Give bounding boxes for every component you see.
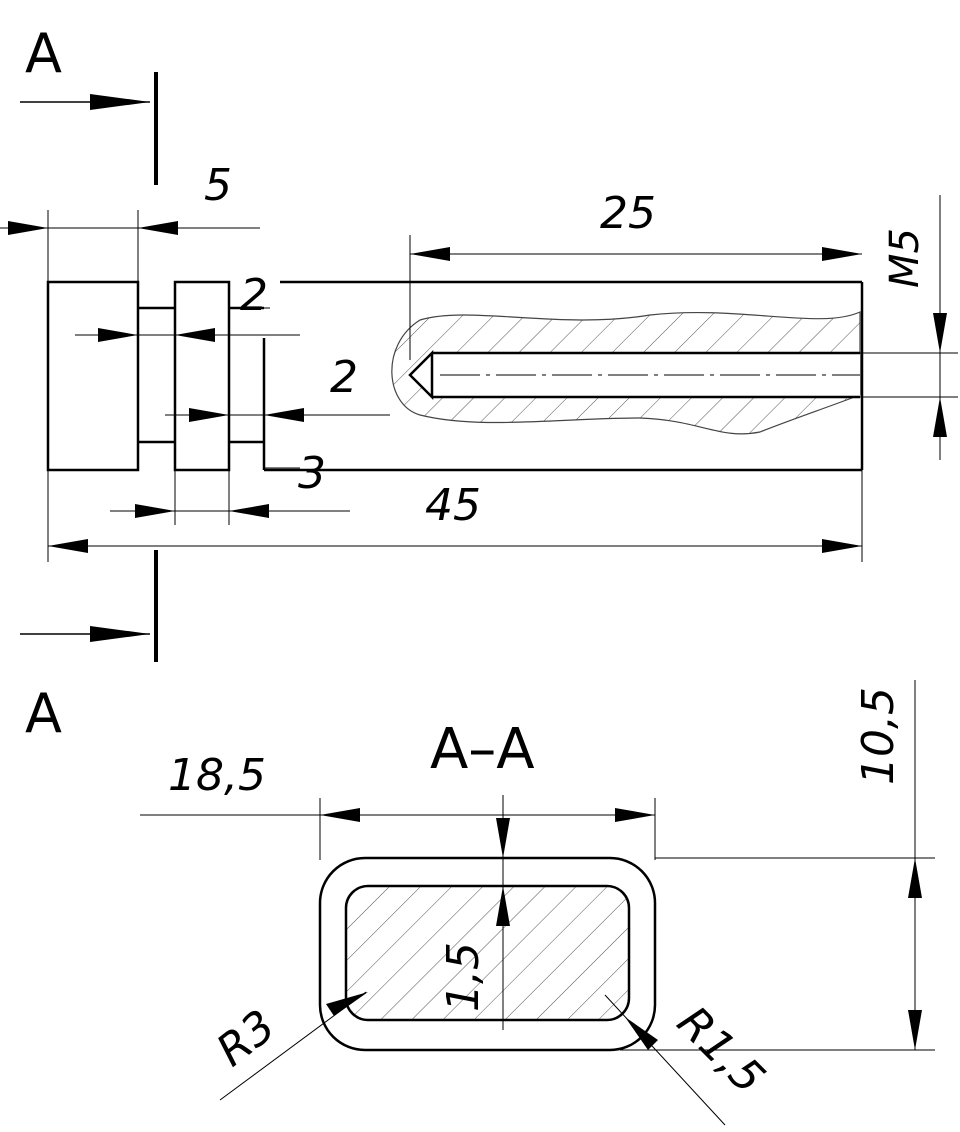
- section-arrow-head-bottom: [90, 626, 150, 642]
- arrow-5-right: [138, 221, 178, 235]
- main-view: 5 25 M5 2 2 3: [0, 160, 958, 562]
- arrow-10-5-top: [908, 858, 922, 898]
- section-letter-top: A: [25, 22, 62, 85]
- arrow-m5-bottom: [933, 397, 947, 437]
- arrow-2-top-right: [175, 328, 215, 342]
- section-title: A–A: [430, 717, 535, 782]
- arrow-10-5-bottom: [908, 1010, 922, 1050]
- collar-block: [173, 280, 231, 472]
- arrow-5-left: [8, 221, 48, 235]
- section-outer-profile: [318, 856, 657, 1052]
- dim-label-3: 3: [298, 448, 326, 499]
- arrow-2-top-left: [98, 328, 138, 342]
- arrow-45-right: [822, 539, 862, 553]
- leader-r1-5: [604, 994, 726, 1126]
- dim-label-10-5: 10,5: [853, 687, 904, 785]
- section-letter-bottom: A: [25, 682, 62, 745]
- arrow-1-5-top: [496, 818, 510, 858]
- arrow-18-5-right: [615, 808, 655, 822]
- arrow-45-left: [48, 539, 88, 553]
- dim-label-2-top: 2: [240, 270, 268, 321]
- arrow-r1-5: [625, 1017, 658, 1050]
- dim-label-25: 25: [600, 188, 656, 239]
- arrow-r3: [326, 992, 368, 1016]
- arrow-1-5-bottom: [496, 886, 510, 926]
- dim-label-m5: M5: [882, 228, 928, 288]
- dim-label-1-5: 1,5: [438, 942, 489, 1012]
- section-arrow-head-top: [90, 94, 150, 110]
- arrow-m5-top: [933, 313, 947, 353]
- arrow-2-mid-left: [189, 408, 229, 422]
- dim-label-18-5: 18,5: [168, 750, 266, 801]
- arrow-25-left: [410, 247, 450, 261]
- section-marker-top: A: [20, 22, 158, 185]
- arrow-3-right: [229, 504, 269, 518]
- section-inner-hatched: [344, 884, 631, 1022]
- dim-label-r3: R3: [207, 1000, 285, 1076]
- dim-label-45: 45: [425, 480, 481, 531]
- section-marker-bottom: A: [20, 550, 158, 745]
- dim-label-5: 5: [204, 160, 232, 211]
- arrow-25-right: [822, 247, 862, 261]
- arrow-3-left: [135, 504, 175, 518]
- dim-label-2-mid: 2: [330, 352, 358, 403]
- arrow-2-mid-right: [264, 408, 304, 422]
- section-view: A–A 18,5 1,5 10,5 R3 R1,5: [140, 680, 935, 1126]
- head-block: [46, 280, 140, 472]
- arrow-18-5-left: [320, 808, 360, 822]
